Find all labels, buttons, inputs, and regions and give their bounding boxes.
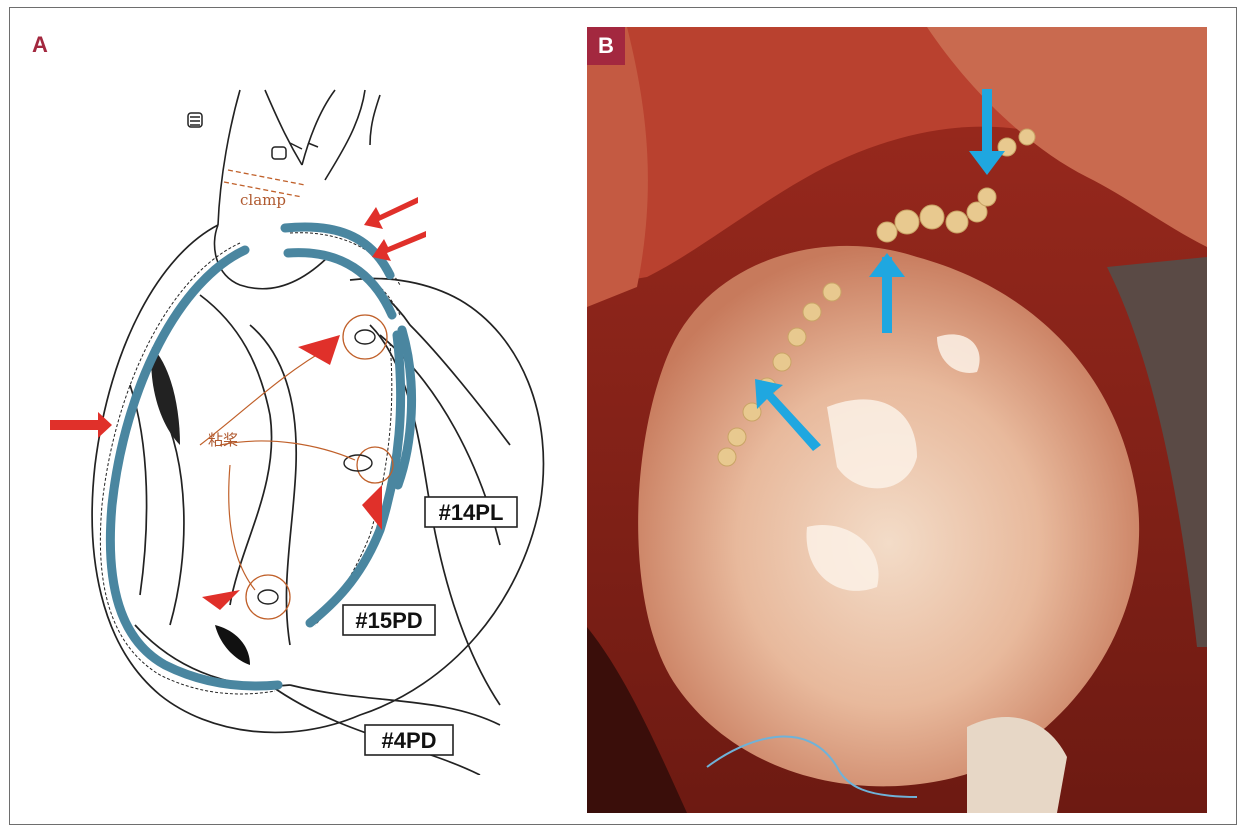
panel-b-label: B	[587, 27, 625, 65]
heart-bypass-diagram: clamp	[40, 85, 580, 775]
aorta-outline	[214, 90, 380, 289]
shaded-area	[215, 625, 250, 665]
svg-text:#14PL: #14PL	[439, 500, 504, 525]
handwritten-note: 粘桨	[208, 431, 238, 449]
clamp-note: clamp	[240, 191, 286, 209]
panel-a-label: A	[21, 26, 59, 64]
graft-label-4pd: #4PD	[365, 725, 453, 755]
surgical-photo	[587, 27, 1207, 813]
graft-label-15pd: #15PD	[343, 605, 435, 635]
clip-icon	[188, 113, 318, 159]
guide-curves	[200, 347, 355, 590]
graft-label-14pl: #14PL	[425, 497, 517, 527]
shaded-area	[151, 347, 180, 445]
svg-text:#4PD: #4PD	[381, 728, 436, 753]
svg-text:#15PD: #15PD	[355, 608, 422, 633]
